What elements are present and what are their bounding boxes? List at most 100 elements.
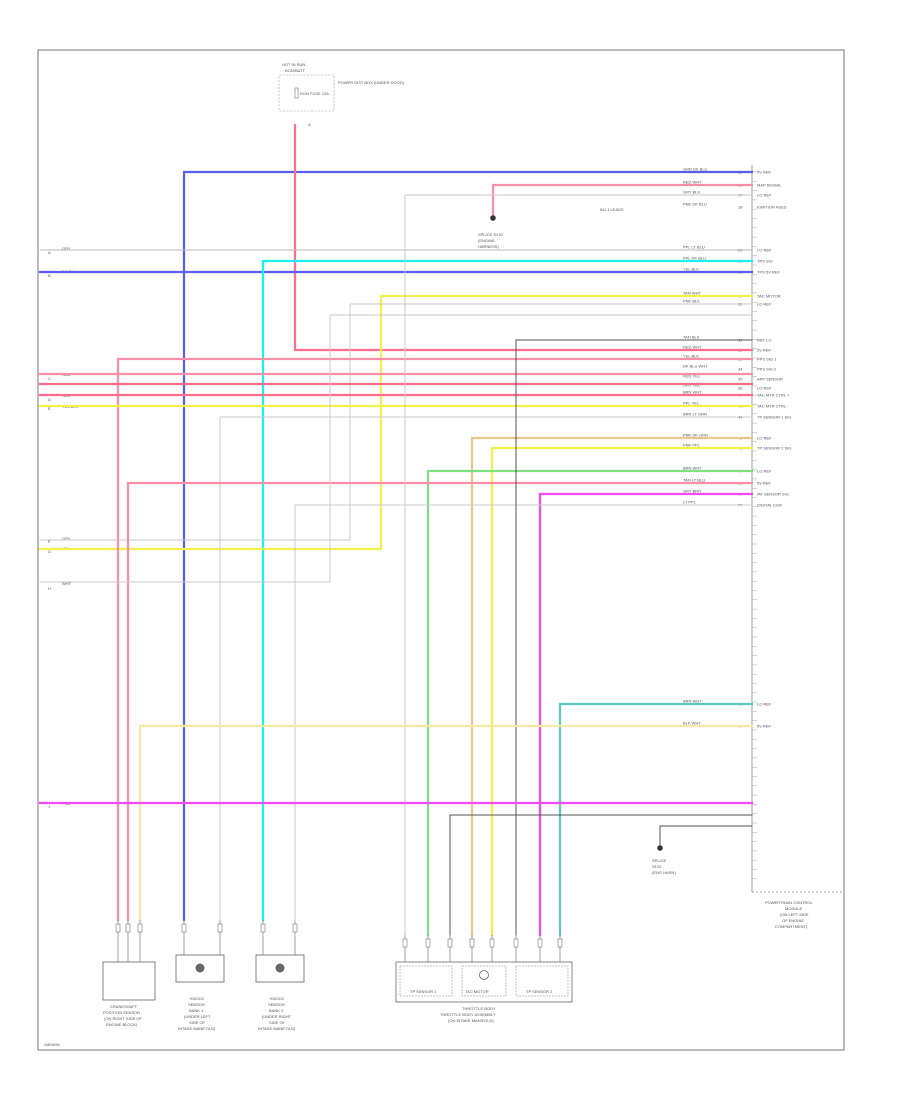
power-source-pin: A xyxy=(308,122,311,127)
ks2-label-6: INTAKE MANIFOLD) xyxy=(258,1026,296,1031)
pin-wire-color-17: BRN LT GRN xyxy=(683,412,707,417)
diagram-border xyxy=(37,49,845,1051)
pin-function-8: LO REF xyxy=(757,302,772,307)
pin-wire-color-25: BLK WHT xyxy=(683,721,701,726)
left-mark-e: E xyxy=(48,406,51,411)
ecm-title-3: (ON LEFT SIDE xyxy=(780,912,809,917)
ckp-label-2: POSITION SENSOR xyxy=(103,1010,140,1015)
pin-wire-color-21: TAN LT BLU xyxy=(683,478,705,483)
tac-motor-icon xyxy=(479,970,489,980)
tac-motor-label: TAC MOTOR xyxy=(465,989,489,994)
pin-wire-color-19: PNK PPL xyxy=(683,443,701,448)
ks2-label-2: SENSOR xyxy=(268,1002,285,1007)
ckp-label-4: ENGINE BLOCK) xyxy=(106,1022,138,1027)
pin-function-3: IGNITION FEED xyxy=(757,205,787,210)
wire-blue-ks1 xyxy=(182,170,754,922)
pin-function-6: TPS 5V REF xyxy=(757,270,780,275)
pin-wire-color-0: GRN DK BLU xyxy=(683,167,708,172)
component-terminal-14 xyxy=(557,938,563,948)
wire-gray-ks-return xyxy=(219,416,753,921)
ks2-label-5: SIDE OF xyxy=(269,1020,286,1025)
component-terminal-3 xyxy=(181,923,187,933)
pin-wire-color-9: TAN BLK xyxy=(683,335,700,340)
pin-function-20: LO REF xyxy=(757,469,772,474)
pin-number-14: 36 xyxy=(738,386,743,391)
component-terminal-10 xyxy=(469,938,475,948)
pin-wire-color-5: PPL DK BLU xyxy=(683,256,706,261)
wire-gray-throttle-loref xyxy=(515,339,753,936)
wire-ltyellow-ckp xyxy=(138,724,754,922)
knock-sensor-2-icon xyxy=(275,963,285,973)
wire-magenta-tp2 xyxy=(538,492,754,937)
pin-wire-color-12: DK BLU WHT xyxy=(683,364,708,369)
pin-function-13: APP SENSOR xyxy=(757,377,783,382)
splice-s210-sub: (ENGINE xyxy=(478,238,495,243)
throttle-label-3: (ON INTAKE MANIFOLD) xyxy=(448,1018,494,1023)
wire-white-left-h xyxy=(39,314,753,583)
component-terminal-6 xyxy=(292,923,298,933)
pin-wire-color-1: RED WHT xyxy=(683,180,702,185)
pin-wire-color-16: PPL YEL xyxy=(683,401,700,406)
wire-cyan-ks2 xyxy=(261,259,754,922)
left-mark-g: G xyxy=(48,549,51,554)
component-pin-leads xyxy=(115,920,563,962)
ks1-label-3: BANK 1 xyxy=(189,1008,204,1013)
pin-function-25: 5V REF xyxy=(757,724,772,729)
pin-function-21: 5V REF xyxy=(757,481,772,486)
ks1-label-5: SIDE OF xyxy=(189,1020,206,1025)
component-terminal-9 xyxy=(447,938,453,948)
ecm-pin-ticks xyxy=(752,171,757,880)
wire-pink-splice xyxy=(491,183,754,217)
injector-leads-label: INJ 1 LEADS xyxy=(600,207,624,212)
wire-splice-ground xyxy=(659,825,753,846)
pin-wire-color-24: BRN WHT xyxy=(683,699,702,704)
throttle-body-body xyxy=(395,961,573,1003)
pin-number-13: 35 xyxy=(738,377,743,382)
component-terminal-1 xyxy=(125,923,131,933)
wire-gray-throttle-2 xyxy=(404,194,753,936)
ks2-label-4: (UNDER RIGHT xyxy=(262,1014,292,1019)
pin-function-24: LO REF xyxy=(757,702,772,707)
pin-function-17: TP SENSOR 1 SIG xyxy=(757,415,791,420)
splice-s122-dot xyxy=(657,845,663,851)
footer-code: G8K6M4 xyxy=(44,1042,61,1047)
fuse-label: ECM FUSE 10A xyxy=(300,91,329,96)
ks1-label-4: (UNDER LEFT xyxy=(184,1014,211,1019)
wire-tan-throttle xyxy=(470,436,754,937)
splice-s210-label: SPLICE S210 xyxy=(478,232,503,237)
component-terminal-12 xyxy=(513,938,519,948)
ks2-label-3: BANK 2 xyxy=(269,1008,284,1013)
wire-yellow-throttle xyxy=(490,446,754,937)
pin-function-1: MAP SIGNAL xyxy=(757,183,782,188)
ks1-label-6: INTAKE MANIFOLD) xyxy=(178,1026,216,1031)
left-mark-c: C xyxy=(48,376,51,381)
pin-function-2: LO REF xyxy=(757,193,772,198)
power-source-sub: BCM/BATT xyxy=(285,68,305,73)
splice-s122-label: SPLICE xyxy=(652,858,667,863)
component-terminal-13 xyxy=(537,938,543,948)
component-terminal-7 xyxy=(402,938,408,948)
left-mark-d: D xyxy=(48,397,51,402)
wire-gray-ks2 xyxy=(294,504,753,921)
ckp-sensor-body xyxy=(102,961,156,1001)
splice-s122-sub: S122 xyxy=(652,864,662,869)
top-power-source: HOT IN RUN BCM/BATT ECM FUSE 10A POWER D… xyxy=(278,62,405,127)
ecm-connector: POWERTRAIN CONTROL MODULE (ON LEFT SIDE … xyxy=(751,165,842,929)
pin-wire-color-18: PNK DK GRN xyxy=(683,433,708,438)
pin-number-12: 34 xyxy=(738,367,743,372)
ecm-title-1: POWERTRAIN CONTROL xyxy=(765,900,813,905)
left-mark-b: B xyxy=(48,273,51,278)
left-input-labels: A GRY B DK BLU C RED D RED E YEL/BLK F G… xyxy=(48,246,79,809)
tp-sensor-1-box xyxy=(399,965,453,997)
pin-wire-color-10: RED WHT xyxy=(683,345,702,350)
wire-pink-ckp xyxy=(126,481,754,922)
component-terminal-4 xyxy=(217,923,223,933)
component-terminal-8 xyxy=(425,938,431,948)
splice-s210-dot xyxy=(490,215,496,221)
ecm-title-5: COMPARTMENT) xyxy=(775,924,808,929)
wire-yellow-tps xyxy=(38,294,754,551)
tp-sensor-1-label: TP SENSOR 1 xyxy=(410,989,437,994)
pin-function-23: DIGITAL EGR xyxy=(757,503,782,508)
pin-function-4: LO REF xyxy=(757,248,772,253)
pin-function-12: PPS SIG 2 xyxy=(757,367,777,372)
